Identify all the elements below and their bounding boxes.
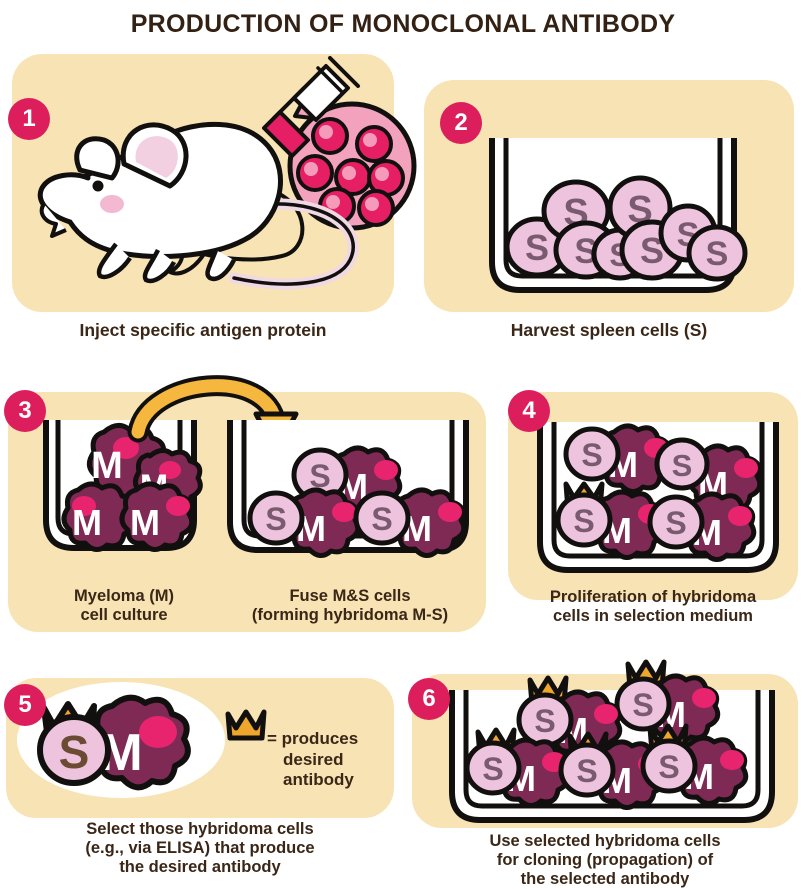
panel-4-badge: 4 [508, 390, 550, 432]
panel-6-caption: Use selected hybridoma cells for cloning… [489, 832, 721, 888]
svg-text:S: S [573, 503, 594, 539]
svg-text:M: M [91, 445, 123, 487]
panel-1-caption: Inject specific antigen protein [79, 320, 327, 340]
svg-text:M: M [130, 502, 160, 543]
svg-text:S: S [574, 232, 597, 271]
svg-text:S: S [658, 749, 679, 785]
panel-3-artwork: M M M M [8, 370, 486, 610]
legend-line-3: antibody [283, 770, 354, 789]
panel-1-artwork [12, 54, 417, 312]
panel-5-badge: 5 [4, 684, 46, 726]
legend-equals: = [267, 729, 277, 748]
svg-text:S: S [534, 703, 555, 739]
mouse-icon [37, 121, 359, 290]
svg-text:S: S [371, 501, 392, 537]
hybridoma-pairs-group: M S M S M S [247, 445, 467, 558]
svg-text:S: S [581, 437, 602, 473]
page-title: PRODUCTION OF MONOCLONAL ANTIBODY [130, 10, 676, 38]
hybridoma-pair-crowned: M S [555, 481, 667, 560]
spleen-cells-group: S S S S S [504, 175, 748, 282]
panel-4-artwork: M S M S M [508, 392, 798, 600]
panel-3-caption-left: Myeloma (M) cell culture [74, 587, 174, 624]
hybridoma-pair: M S [353, 487, 467, 558]
panel-3-badge: 3 [4, 390, 46, 432]
panel-6-badge: 6 [408, 678, 450, 720]
svg-text:S: S [265, 501, 286, 537]
m-cell: M [61, 481, 137, 552]
m-cell: M [119, 481, 195, 552]
hybridoma-pair-crowned: M S [37, 694, 191, 791]
s-cell: S [686, 224, 748, 282]
svg-text:S: S [59, 726, 90, 778]
svg-text:S: S [525, 227, 549, 268]
panel-6-artwork: M S M S [412, 659, 798, 832]
hybridoma-pair: M S [654, 437, 763, 514]
svg-text:S: S [665, 505, 686, 541]
panel-2-artwork: S S S S S [424, 80, 794, 312]
hybridoma-pair-crowned: M S [640, 723, 749, 806]
panel-2-caption: Harvest spleen cells (S) [510, 320, 708, 340]
legend-block: = produces desired antibody [267, 729, 358, 791]
legend-crown-icon [225, 709, 267, 741]
hybridoma-pair: M S [647, 491, 757, 562]
hybridoma-pairs-group: M S M S M [555, 423, 763, 562]
panel-1-badge: 1 [8, 98, 50, 140]
hybridoma-pair: M S [247, 487, 361, 558]
svg-text:S: S [672, 448, 693, 483]
hybridoma-pairs-group: M S M S [464, 659, 749, 810]
svg-text:S: S [706, 235, 729, 273]
svg-text:S: S [576, 753, 597, 789]
panel-5-artwork: M S [6, 678, 394, 818]
panel-5-caption: Select those hybridoma cells (e.g., via … [85, 820, 315, 876]
svg-text:M: M [72, 502, 102, 543]
legend-line-1: produces [281, 729, 359, 748]
svg-text:S: S [482, 751, 503, 787]
panel-3-caption-right: Fuse M&S cells (forming hybridoma M-S) [251, 587, 449, 624]
legend-line-2: desired [283, 749, 344, 769]
myeloma-cells-group: M M M M [61, 423, 203, 552]
panel-4-caption: Proliferation of hybridoma cells in sele… [549, 588, 757, 625]
panel-2-badge: 2 [440, 102, 482, 144]
syringe-icon [262, 56, 360, 158]
diagram-grid: 1 [0, 42, 806, 888]
hybridoma-pair-crowned: M S [614, 659, 721, 744]
svg-text:S: S [632, 687, 653, 723]
svg-text:S: S [309, 458, 330, 494]
hybridoma-pair: M S [563, 423, 673, 494]
